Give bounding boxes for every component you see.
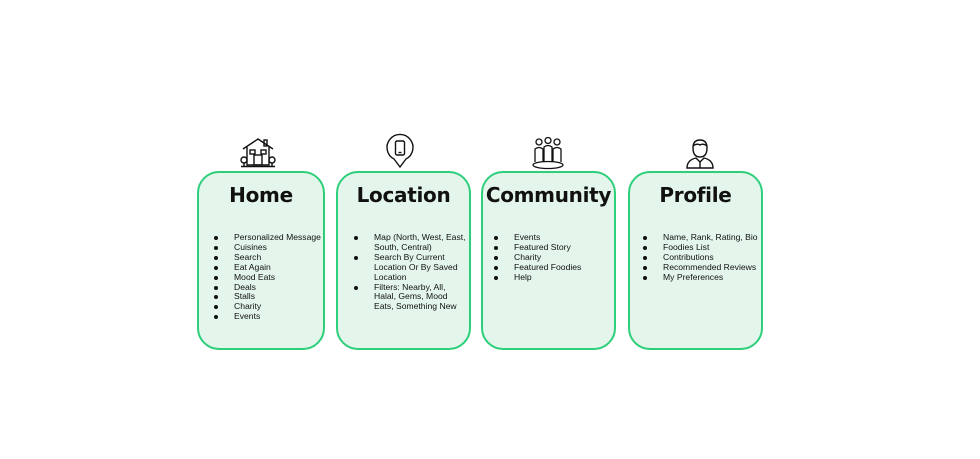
map-pin-phone-icon <box>384 133 416 169</box>
card-title: Location <box>356 183 451 207</box>
list-item: Featured Foodies <box>494 262 609 273</box>
house-icon <box>240 136 276 168</box>
list-item: Help <box>494 272 609 283</box>
list-item: Map (North, West, East, South, Central) <box>354 232 466 253</box>
list-item: Foodies List <box>643 242 759 253</box>
list-item: Eat Again <box>214 262 329 273</box>
list-item: Events <box>494 232 609 243</box>
list-item: Mood Eats <box>214 272 329 283</box>
people-group-icon <box>530 136 566 170</box>
list-item: Search By Current Location Or By Saved L… <box>354 252 466 283</box>
card-list: Map (North, West, East, South, Central) … <box>354 232 466 313</box>
card-list: Personalized Message Cuisines Search Eat… <box>214 232 329 322</box>
card-profile: Profile Name, Rank, Rating, Bio Foodies … <box>628 171 763 350</box>
list-item: Cuisines <box>214 242 329 253</box>
list-item: Deals <box>214 282 329 293</box>
list-item: Events <box>214 311 329 322</box>
list-item: Personalized Message <box>214 232 329 243</box>
list-item: Search <box>214 252 329 263</box>
card-community: Community Events Featured Story Charity … <box>481 171 616 350</box>
list-item: Charity <box>494 252 609 263</box>
user-avatar-icon <box>684 136 716 170</box>
list-item: Featured Story <box>494 242 609 253</box>
list-item: My Preferences <box>643 272 759 283</box>
card-title: Profile <box>659 183 732 207</box>
list-item: Stalls <box>214 292 329 302</box>
card-home: Home Personalized Message Cuisines Searc… <box>197 171 325 350</box>
list-item: Name, Rank, Rating, Bio <box>643 232 759 243</box>
list-item: Filters: Nearby, All, Halal, Gems, Mood … <box>354 282 466 313</box>
card-title: Home <box>229 183 293 207</box>
card-list: Events Featured Story Charity Featured F… <box>494 232 609 283</box>
list-item: Contributions <box>643 252 759 263</box>
card-location: Location Map (North, West, East, South, … <box>336 171 471 350</box>
list-item: Recommended Reviews <box>643 262 759 273</box>
card-list: Name, Rank, Rating, Bio Foodies List Con… <box>643 232 759 283</box>
card-title: Community <box>485 183 612 207</box>
list-item: Charity <box>214 301 329 312</box>
